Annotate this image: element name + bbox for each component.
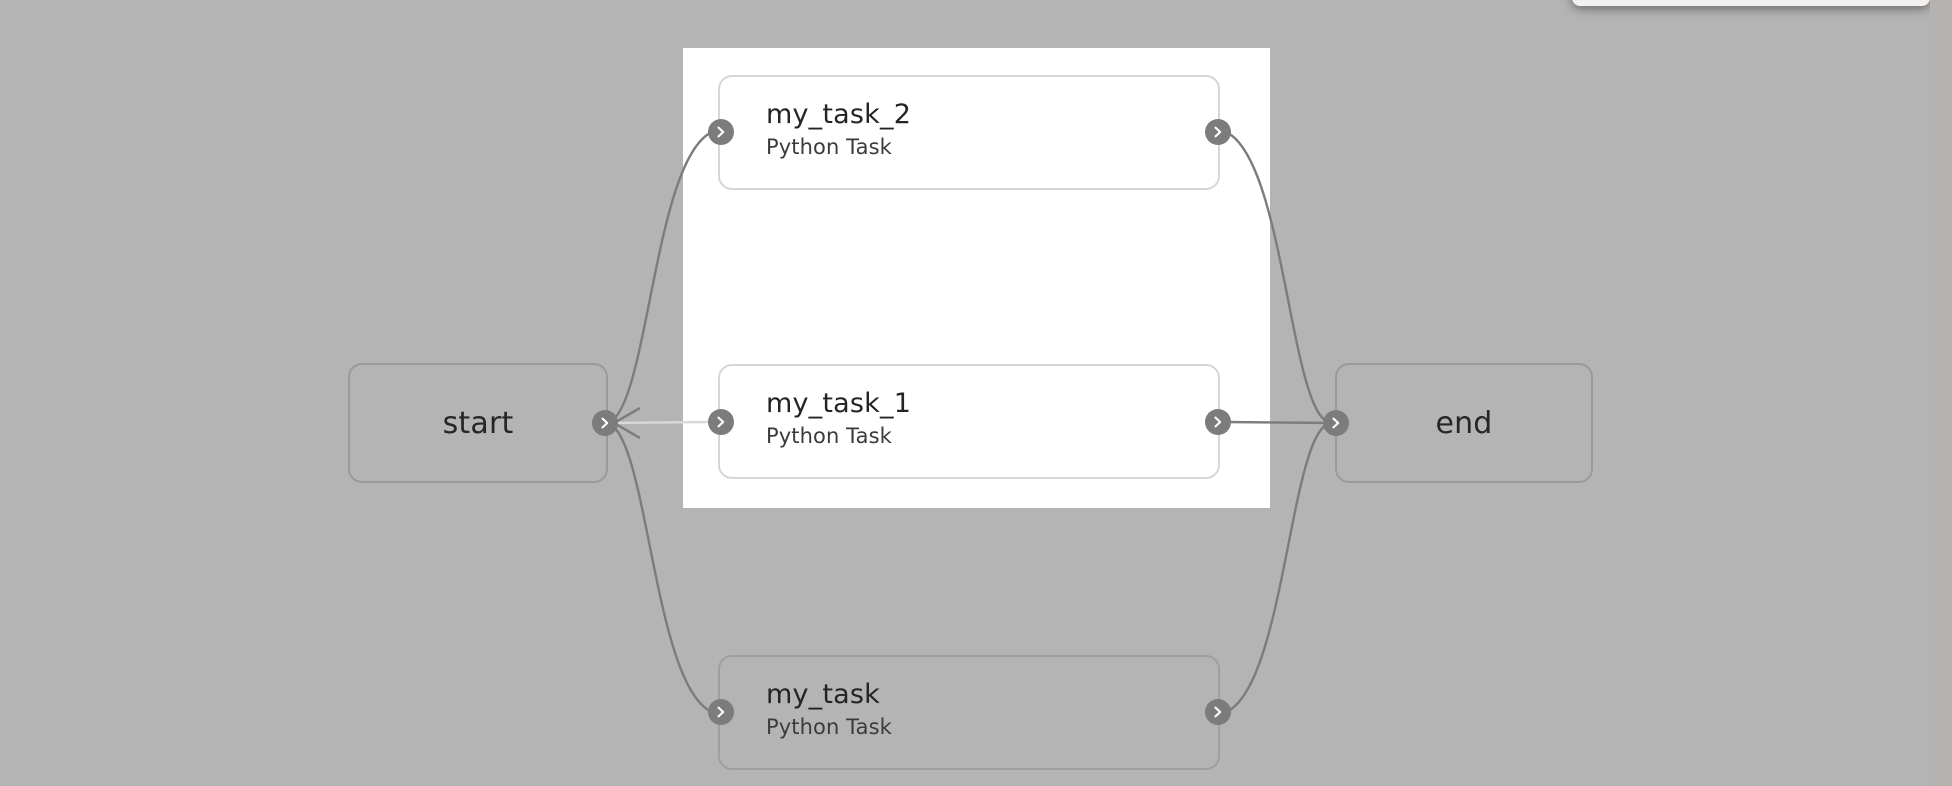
handle-my_task-in[interactable]: [708, 699, 734, 725]
node-subtitle-my_task_2: Python Task: [766, 134, 892, 159]
chevron-right-icon: [1214, 416, 1222, 428]
handle-start-out[interactable]: [592, 410, 618, 436]
handle-my_task_1-in[interactable]: [708, 409, 734, 435]
handle-my_task-out[interactable]: [1205, 699, 1231, 725]
node-end[interactable]: end: [1335, 363, 1593, 483]
handle-my_task_2-in[interactable]: [708, 119, 734, 145]
chevron-right-icon: [717, 706, 725, 718]
node-start[interactable]: start: [348, 363, 608, 483]
node-title-my_task_2: my_task_2: [766, 99, 912, 130]
handle-my_task_1-out[interactable]: [1205, 409, 1231, 435]
handle-end-in[interactable]: [1323, 410, 1349, 436]
chevron-right-icon: [1214, 706, 1222, 718]
node-subtitle-my_task: Python Task: [766, 714, 892, 739]
chevron-right-icon: [1214, 126, 1222, 138]
node-subtitle-my_task_1: Python Task: [766, 423, 892, 448]
chevron-right-icon: [717, 416, 725, 428]
chevron-right-icon: [717, 126, 725, 138]
chevron-right-icon: [601, 417, 609, 429]
node-label-start: start: [442, 405, 514, 441]
right-gutter: [1930, 0, 1952, 786]
handle-my_task_2-out[interactable]: [1205, 119, 1231, 145]
floating-toolbar[interactable]: [1572, 0, 1930, 6]
node-title-my_task_1: my_task_1: [766, 388, 912, 419]
node-title-my_task: my_task: [766, 679, 881, 710]
chevron-right-icon: [1332, 417, 1340, 429]
node-label-end: end: [1435, 405, 1493, 441]
